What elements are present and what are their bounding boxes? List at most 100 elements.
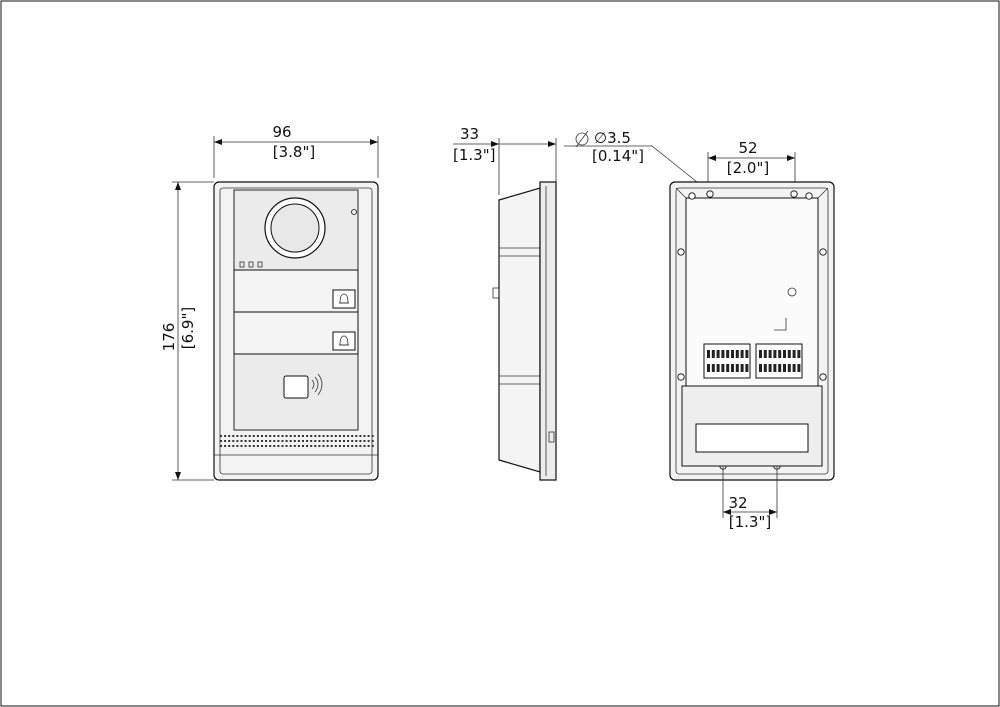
microphone-icon [351,209,357,215]
grill-hole [318,435,321,437]
terminal-pin [740,350,744,358]
grill-hole [306,445,309,447]
grill-hole [289,435,292,437]
grill-hole [359,435,362,437]
grill-hole [318,445,321,447]
grill-hole [330,445,333,447]
grill-hole [302,440,304,442]
grill-hole [273,445,276,447]
terminal-pin [783,350,786,358]
grill-hole [248,435,251,437]
terminal-pin [792,350,796,358]
hole-diameter-inch-label: [0.14"] [592,147,644,165]
cable-opening [695,423,809,453]
grill-hole [363,435,366,437]
terminal-pins [707,350,801,372]
grill-hole [367,445,370,447]
grill-hole [240,435,243,437]
card-reader-icon [283,375,309,399]
grill-hole [330,440,333,442]
grill-hole [314,445,317,447]
grill-hole [306,440,309,442]
grill-hole [306,435,309,437]
terminal-pin [745,350,749,358]
terminal-pin [787,350,791,358]
grill-hole [224,440,227,442]
screw-hole-icon [819,373,827,381]
terminal-pin [721,364,725,372]
grill-hole [347,435,350,437]
grill-hole [293,440,296,442]
terminal-pin [797,364,801,372]
grill-hole [351,440,354,442]
grill-hole [363,440,366,442]
terminal-pin [759,350,762,358]
grill-hole [310,445,313,447]
grill-hole [281,445,284,447]
grill-hole [265,440,268,442]
grill-hole [326,445,329,447]
grill-hole [228,445,231,447]
grill-hole [367,435,370,437]
grill-hole [273,435,276,437]
grill-hole [220,440,222,442]
bell-icon [332,289,356,309]
terminal-pin [735,350,739,358]
grill-hole [355,445,358,447]
grill-hole [367,440,370,442]
terminal-pin [721,350,725,358]
terminal-pin [740,364,744,372]
screw-hole-icon [706,190,714,198]
grill-hole [289,445,292,447]
screw-hole-icon [790,190,798,198]
grill-hole [314,435,317,437]
grill-hole [252,445,255,447]
grill-hole [261,435,263,437]
front-width-label: 96 [272,123,291,141]
front-height-label: 176 [160,323,178,352]
grill-hole [265,435,268,437]
grill-hole [363,445,366,447]
grill-hole [310,435,313,437]
grill-hole [269,440,272,442]
top-spacing-label: 52 [738,139,757,157]
grill-hole [338,445,341,447]
top-spacing-inch-label: [2.0"] [727,159,769,177]
bell-icon [332,331,356,351]
terminal-pin [797,350,801,358]
terminal-block-left [703,343,751,379]
terminal-pin [763,350,767,358]
terminal-pin [768,364,772,372]
side-view: 33 [1.3"] [453,125,557,481]
grill-hole [330,435,333,437]
status-led-icon [239,261,245,268]
grill-hole [240,445,243,447]
grill-hole [310,440,313,442]
terminal-pin [711,350,715,358]
grill-hole [273,440,276,442]
grill-hole [285,445,288,447]
side-latch [492,287,500,299]
terminal-pin [726,350,730,358]
grill-hole [343,440,345,442]
side-depth-inch-label: [1.3"] [453,146,495,164]
screw-hole-icon [688,192,696,200]
grill-hole [232,435,235,437]
grill-hole [343,445,345,447]
terminal-pin [787,364,791,372]
grill-hole [326,440,329,442]
grill-hole [232,445,235,447]
grill-hole [343,435,345,437]
grill-hole [371,435,374,437]
back-mounting-hole-icon [787,287,797,297]
grill-hole [224,435,227,437]
grill-hole [256,440,259,442]
grill-hole [355,435,358,437]
grill-hole [293,435,296,437]
terminal-pin [778,350,782,358]
grill-hole [240,440,243,442]
terminal-pin [711,364,715,372]
grill-hole [351,435,354,437]
grill-hole [269,435,272,437]
grill-hole [347,440,350,442]
